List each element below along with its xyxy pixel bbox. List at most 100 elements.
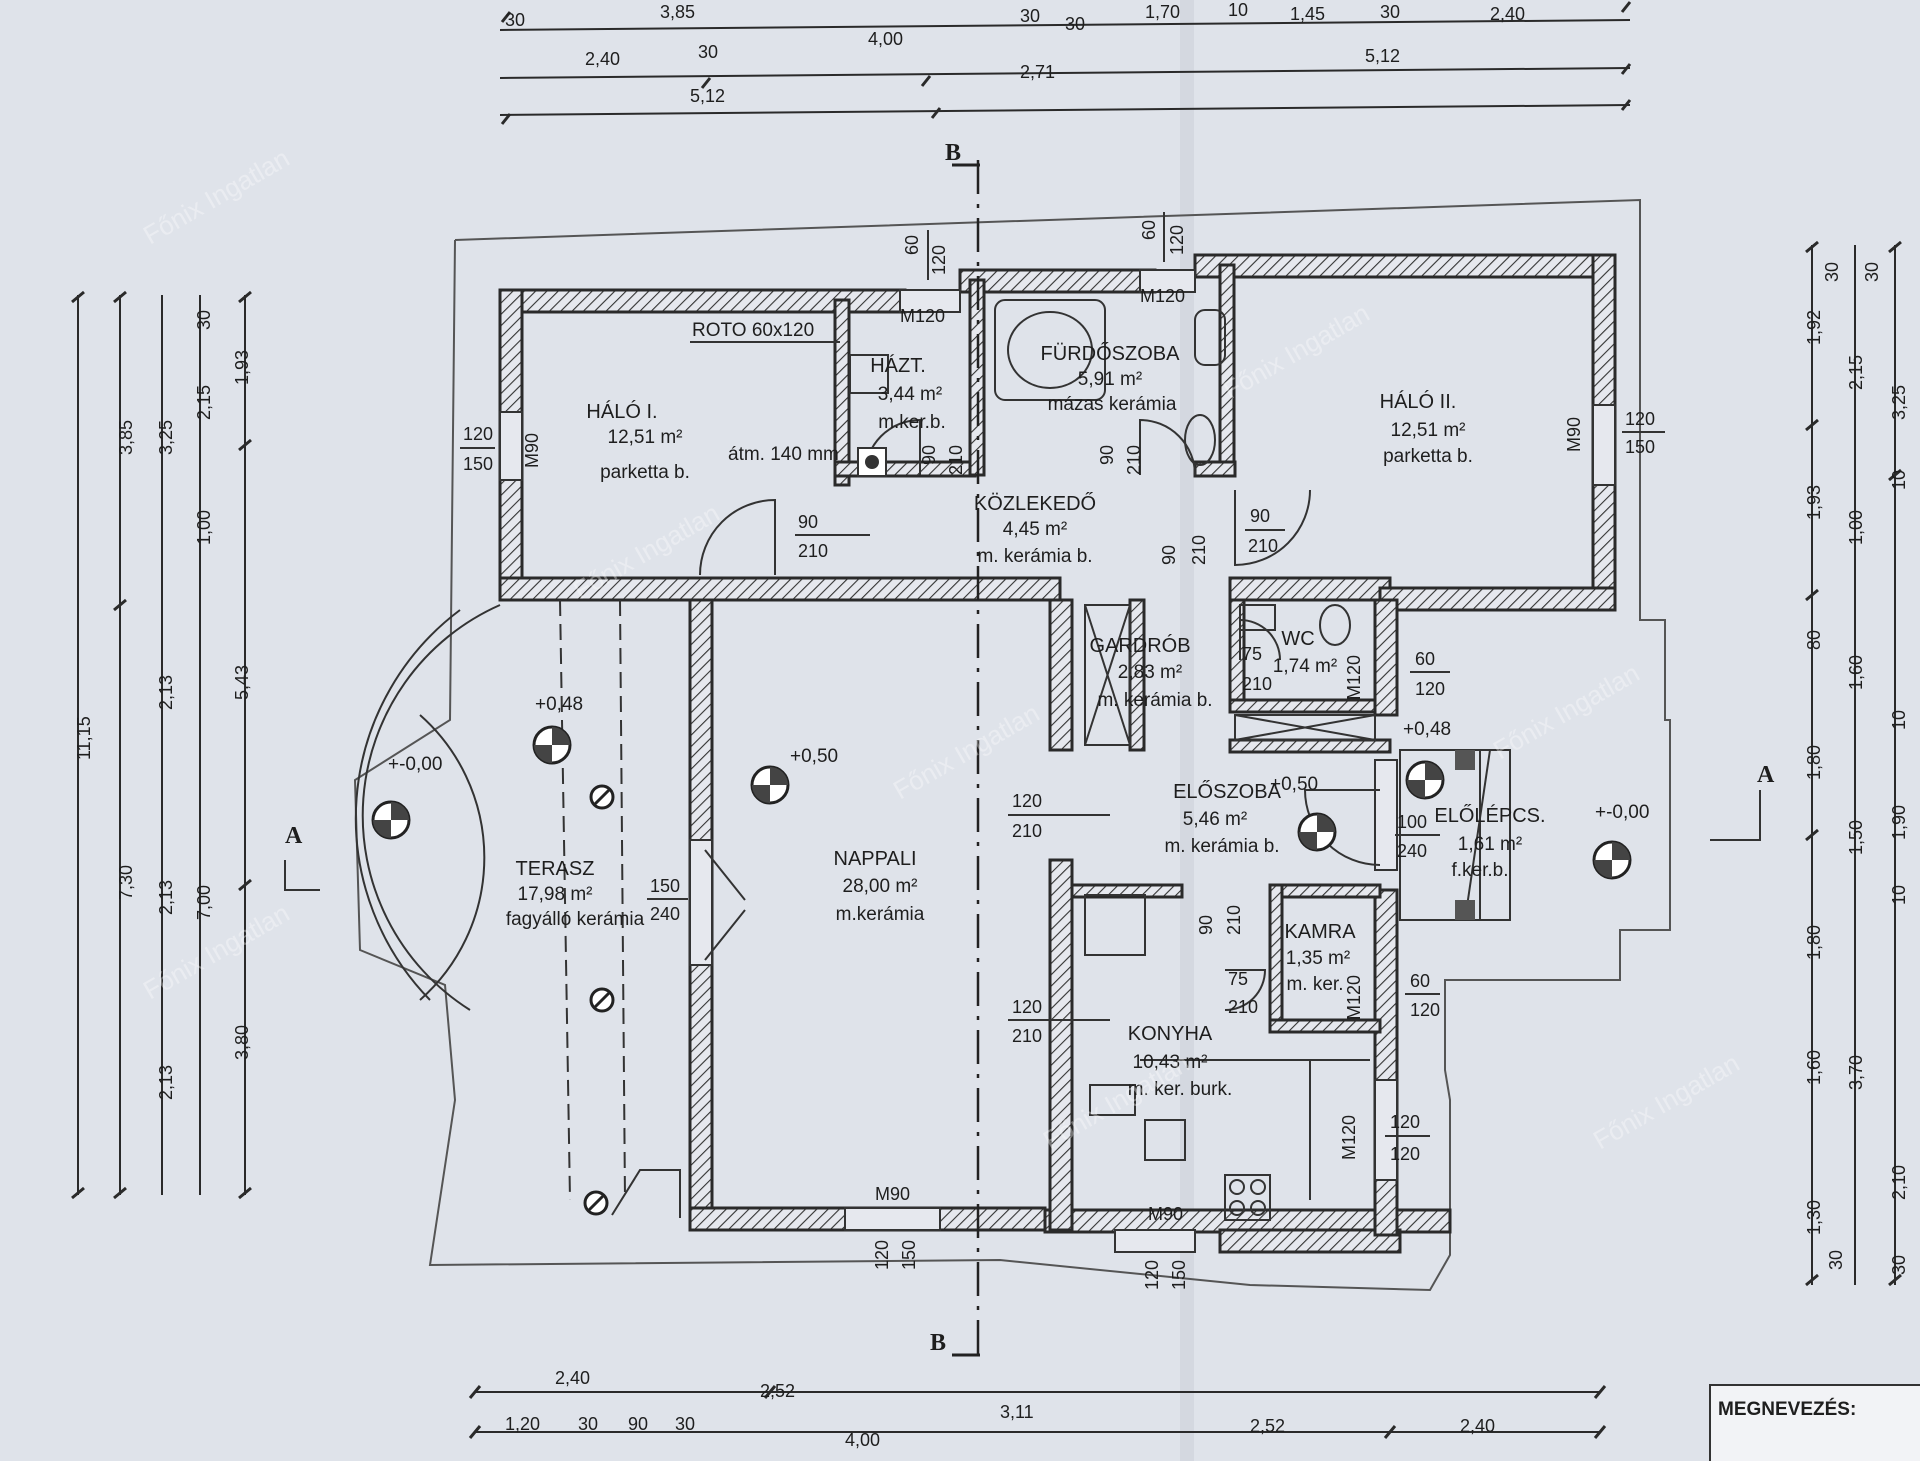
room-area-konyha: 10,43 m² [1133, 1052, 1208, 1073]
room-name-gardrob: GARDRÓB [1089, 634, 1190, 657]
dim-right1-0: 30 [1822, 262, 1842, 282]
dim-top1-7: 30 [1380, 2, 1400, 22]
dim-top1-1: 3,85 [660, 2, 695, 22]
dim-right1-3: 80 [1804, 630, 1824, 650]
w-kamra-h: 120 [1410, 1000, 1440, 1020]
dim-right3-4: 10 [1889, 885, 1909, 905]
dim-top1-0: 30 [505, 10, 525, 30]
dim-bottom2-5: 2,52 [1250, 1416, 1285, 1436]
d-wc-w: 75 [1242, 644, 1262, 664]
dim-left5-3: 3,80 [232, 1025, 252, 1060]
level-east: +-0,00 [1595, 802, 1649, 823]
room-area-eloszoba: 5,46 m² [1183, 809, 1247, 830]
w-halo2-m: M90 [1564, 417, 1584, 452]
dim-top1-6: 1,45 [1290, 4, 1325, 24]
watermark-2: Főnix Ingatlan [1218, 298, 1374, 406]
level-marker-nappali [750, 765, 790, 805]
dim-left3-3: 2,13 [156, 880, 176, 915]
d-gard1-w: 120 [1012, 791, 1042, 811]
room-area-hazt: 3,44 m² [878, 384, 942, 405]
d-kamra-w: 90 [1196, 915, 1216, 935]
dim-right2-2: 1,60 [1846, 655, 1866, 690]
room-name-elolepcs: ELŐLÉPCS. [1434, 804, 1545, 827]
w-south2-h: 150 [1169, 1260, 1189, 1290]
watermark-8: Főnix Ingatlan [1588, 1048, 1744, 1156]
d-hazt-w: 90 [919, 445, 939, 465]
dim-top3-0: 5,12 [690, 86, 725, 106]
level-nappali: +0,50 [790, 746, 838, 767]
w-furdo-m: M120 [1140, 286, 1185, 306]
dim-left5-0: 1,93 [232, 350, 252, 385]
dim-left4-1: 2,15 [194, 385, 214, 420]
w-south1-h: 150 [899, 1240, 919, 1270]
room-name-nappali: NAPPALI [834, 848, 917, 870]
d-hazt-h: 210 [946, 445, 966, 475]
room-name-halo2: HÁLÓ II. [1380, 390, 1457, 413]
room-area-terasz: 17,98 m² [518, 884, 593, 905]
section-b-top: B [945, 140, 961, 166]
dim-right1-6: 1,60 [1804, 1050, 1824, 1085]
dim-bottom1-0: 2,40 [555, 1368, 590, 1388]
room-floor-hazt: m.ker.b. [878, 412, 946, 433]
dim-top1-3: 30 [1020, 6, 1040, 26]
note-atm: átm. 140 mm [728, 444, 839, 465]
dim-top2-3: 30 [1065, 14, 1085, 34]
w-hazt-w: 60 [902, 235, 922, 255]
room-floor-elolepcs: f.ker.b. [1451, 860, 1508, 881]
d-halo1-h: 210 [798, 541, 828, 561]
w-south1-w: 120 [872, 1240, 892, 1270]
room-area-kozlekedo: 4,45 m² [1003, 519, 1067, 540]
room-area-elolepcs: 1,61 m² [1458, 834, 1522, 855]
w-halo1-m: M90 [522, 433, 542, 468]
w-wc-h: 120 [1415, 679, 1445, 699]
d-kamra2-h: 210 [1228, 997, 1258, 1017]
legend-title: MEGNEVEZÉS: [1718, 1398, 1856, 1420]
d-halo2-w: 90 [1250, 506, 1270, 526]
w-south2-w: 120 [1142, 1260, 1162, 1290]
d-halo1-w: 90 [798, 512, 818, 532]
room-name-terasz: TERASZ [516, 858, 595, 880]
level-terasz: +0,48 [535, 694, 583, 715]
dim-top1-4: 1,70 [1145, 2, 1180, 22]
room-floor-konyha: m. ker. burk. [1128, 1079, 1233, 1100]
dim-right3-3: 10 [1889, 710, 1909, 730]
dim-right3-0: 30 [1862, 262, 1882, 282]
dim-bottom2-6: 2,40 [1460, 1416, 1495, 1436]
room-floor-halo1: parketta b. [600, 462, 690, 483]
legend-box [1709, 1384, 1920, 1461]
room-name-konyha: KONYHA [1128, 1023, 1213, 1045]
dim-right3-5: 1,90 [1889, 805, 1909, 840]
dim-right1-4: 1,80 [1804, 745, 1824, 780]
d-gard2-h: 210 [1012, 1026, 1042, 1046]
d-halo2-h: 210 [1248, 536, 1278, 556]
w-kamra-w: 60 [1410, 971, 1430, 991]
level-lepcs: +0,48 [1403, 719, 1451, 740]
dim-left4-0: 30 [194, 310, 214, 330]
dim-right3-2: 10 [1889, 470, 1909, 490]
w-furdo-h: 120 [1167, 225, 1187, 255]
watermark-4: Főnix Ingatlan [888, 698, 1044, 806]
dim-bottom2-0: 1,20 [505, 1414, 540, 1434]
w-halo2-w: 120 [1625, 409, 1655, 429]
terrace-structure [354, 599, 681, 1218]
dim-top2-0: 2,40 [585, 49, 620, 69]
room-area-kamra: 1,35 m² [1286, 948, 1350, 969]
level-marker-terasz-out [371, 800, 411, 840]
w-furdo-w: 60 [1139, 220, 1159, 240]
room-area-nappali: 28,00 m² [843, 876, 918, 897]
w-konyha-h: 120 [1390, 1144, 1420, 1164]
room-floor-terasz: fagyálló kerámia [506, 909, 645, 930]
w-wc-m: M120 [1344, 655, 1364, 700]
dim-right3-7: 30 [1889, 1255, 1909, 1275]
dim-right1-2: 1,93 [1804, 485, 1824, 520]
d-front-h: 240 [1397, 841, 1427, 861]
dim-top1-8: 2,40 [1490, 4, 1525, 24]
level-marker-terasz [532, 725, 572, 765]
level-marker-lepcs [1405, 760, 1445, 800]
room-floor-kamra: m. ker. [1286, 974, 1343, 995]
dim-right1-5: 1,80 [1804, 925, 1824, 960]
dimension-lines [71, 1, 1902, 1439]
